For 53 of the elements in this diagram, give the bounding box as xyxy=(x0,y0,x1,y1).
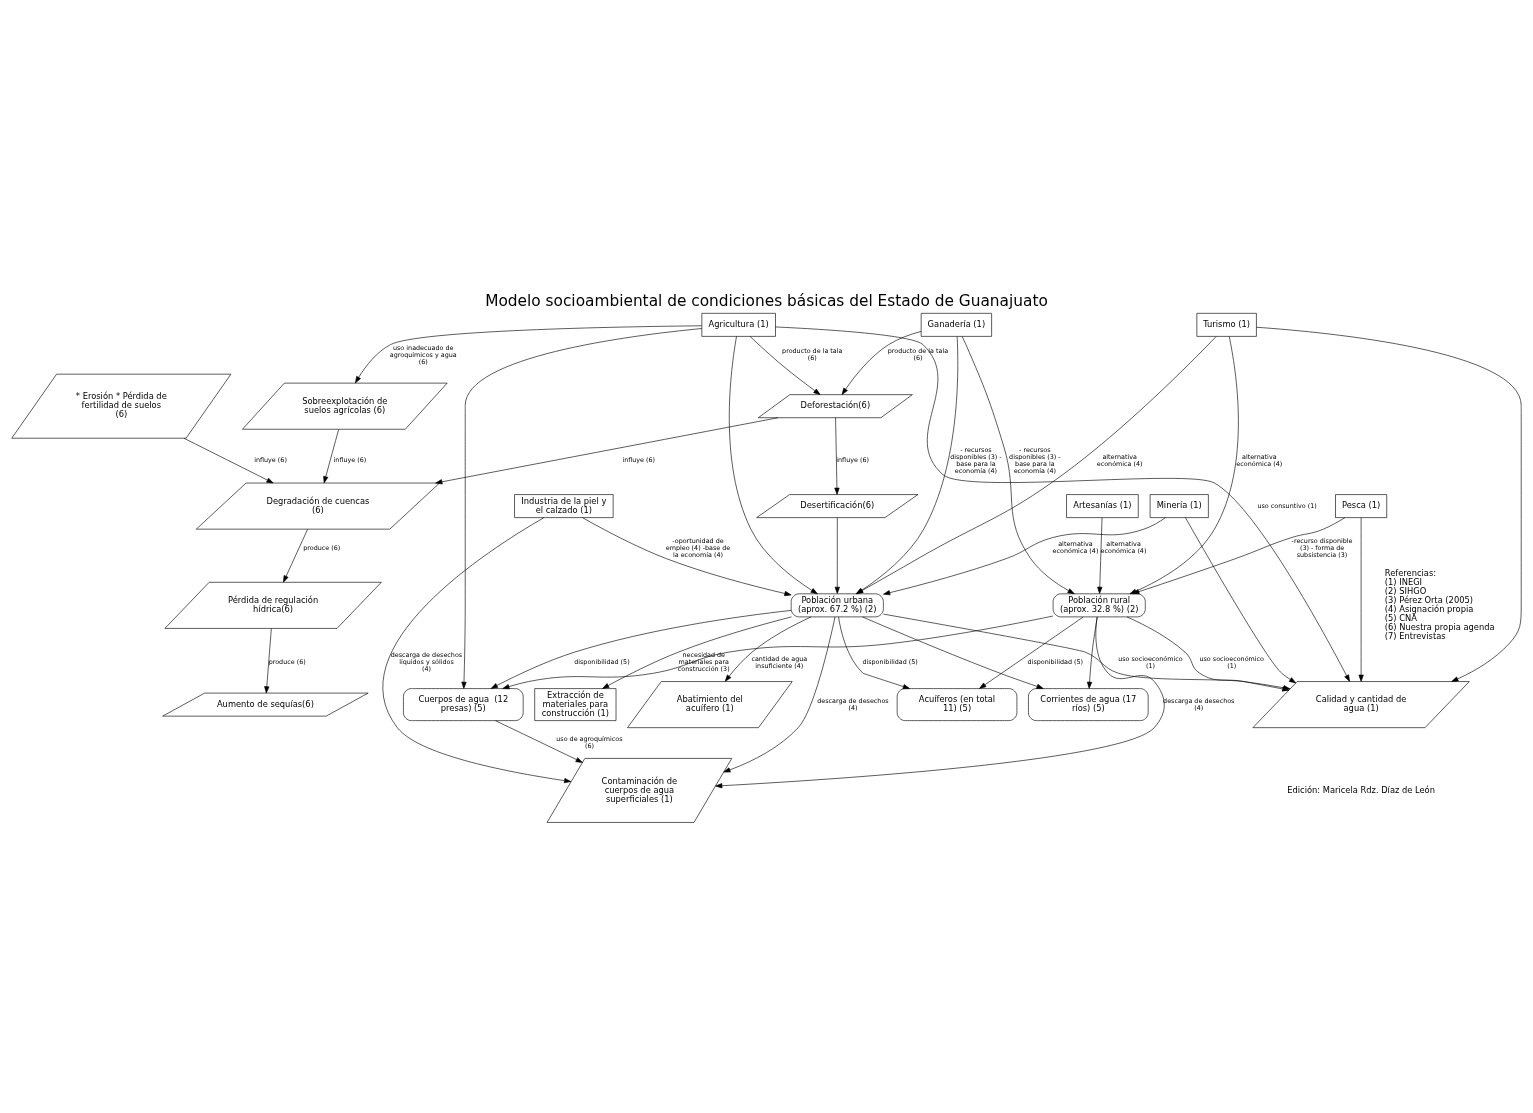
arrow xyxy=(724,616,812,682)
arrow xyxy=(715,616,1165,788)
arrow xyxy=(264,627,272,693)
arrow xyxy=(749,335,821,395)
arrow xyxy=(723,616,836,772)
arrow xyxy=(979,616,1084,689)
node-box: Corrientes de agua (17 ríos) (5) xyxy=(1028,687,1149,721)
arrow xyxy=(1256,326,1522,682)
arrow xyxy=(1132,516,1346,594)
node-box: Pesca (1) xyxy=(1335,493,1388,518)
arrow xyxy=(355,324,702,383)
arrow xyxy=(834,416,840,495)
arrow xyxy=(490,609,792,689)
arrow xyxy=(838,616,910,689)
node-box: Turismo (1) xyxy=(1196,312,1257,337)
arrow xyxy=(841,330,922,395)
node-box: Población rural (aprox. 32.8 %) (2) xyxy=(1052,593,1146,617)
arrow xyxy=(775,326,1350,682)
label: Referencias: xyxy=(1384,567,1437,578)
node-box: Acuíferos (en total 11) (5) xyxy=(896,687,1018,721)
arrow xyxy=(283,528,308,582)
arrow xyxy=(1087,616,1098,689)
node-box: Población urbana (aprox. 67.2 %) (2) xyxy=(790,593,884,617)
arrow xyxy=(382,516,572,783)
node-box: Artesanías (1) xyxy=(1066,493,1139,518)
arrow xyxy=(834,516,840,594)
label: (4) Asignación propia xyxy=(1384,603,1474,614)
label: (6) Nuestra propia agenda xyxy=(1384,621,1495,632)
arrow xyxy=(582,516,792,596)
node-box: Ganadería (1) xyxy=(920,312,992,337)
arrow xyxy=(183,437,274,483)
node-box: Agricultura (1) xyxy=(701,312,776,337)
label: Edición: Maricela Rdz. Díaz de León xyxy=(1287,784,1435,795)
node-box: Industria de la piel y el calzado (1) xyxy=(514,493,614,518)
arrow xyxy=(502,615,1054,689)
arrow xyxy=(461,327,703,689)
arrow xyxy=(1097,516,1103,594)
arrow xyxy=(728,335,818,594)
node-box: Extracción de materiales para construcción (1) xyxy=(534,687,617,721)
arrow xyxy=(323,428,339,483)
node-box: Cuerpos de agua (12 presas) (5) xyxy=(403,687,524,721)
arrow xyxy=(1358,517,1364,682)
label: (3) Pérez Orta (2005) xyxy=(1384,594,1474,605)
arrow xyxy=(862,616,1044,689)
label: (2) SIHGO xyxy=(1384,585,1427,596)
diagram-title: Modelo socioambiental de condiciones básicas del Estado de Guanajuato xyxy=(485,291,1048,310)
label: (1) INEGI xyxy=(1384,576,1423,587)
arrow xyxy=(961,335,1075,594)
arrow xyxy=(1185,516,1297,683)
arrow xyxy=(435,416,779,484)
arrow xyxy=(602,616,792,689)
node-box: Minería (1) xyxy=(1149,493,1209,518)
arrow xyxy=(495,719,583,763)
